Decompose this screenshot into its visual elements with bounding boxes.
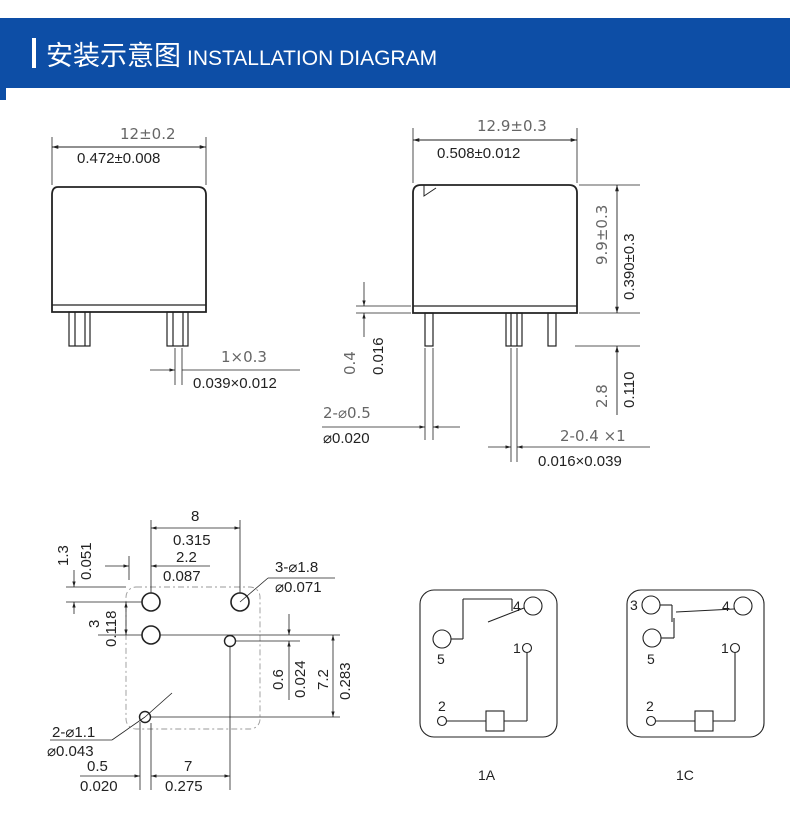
schematic-1c [626, 589, 765, 738]
pcb-left-mm: 0.5 [87, 758, 108, 775]
pcb-pitch-in: 0.275 [165, 778, 203, 795]
pcb-hole-big-3 [141, 625, 161, 645]
pcb-offset-in: 0.087 [163, 568, 201, 585]
schematic-1c-pin4-label: 4 [722, 598, 730, 614]
front-width-in: 0.472±0.008 [77, 150, 160, 167]
pcb-gap-in: 0.024 [292, 660, 309, 698]
pcb-top-in: 0.051 [78, 542, 95, 580]
schematic-1a-pin5 [432, 629, 452, 649]
front-pin-mm: 1×0.3 [221, 348, 267, 366]
side-height-in: 0.390±0.3 [621, 233, 638, 300]
schematic-1a-pin1 [521, 642, 533, 654]
pcb-gap-mm: 0.6 [270, 669, 287, 690]
schematic-1c-pin3-label: 3 [630, 597, 638, 613]
pcb-span-mm: 8 [191, 508, 199, 525]
schematic-1a [419, 589, 558, 738]
schematic-1c-coil [694, 710, 714, 732]
pcb-hole-big-1 [141, 592, 161, 612]
pcb-pitch-mm: 7 [184, 758, 192, 775]
side-relay-body [412, 184, 578, 314]
pcb-outline [125, 586, 261, 730]
schematic-1c-pin3 [641, 595, 661, 615]
schematic-1c-pin1 [729, 642, 741, 654]
side-pin-round [424, 312, 434, 347]
header-title-en: INSTALLATION DIAGRAM [187, 47, 438, 70]
front-pin-left [68, 311, 91, 347]
front-relay-body [51, 186, 207, 313]
pcb-height-in: 0.283 [337, 662, 354, 700]
schematic-1c-outline [626, 589, 765, 738]
side-flat-pin-in: 0.016×0.039 [538, 453, 622, 470]
side-round-pin-mm: 2-⌀0.5 [323, 404, 371, 422]
front-width-mm: 12±0.2 [120, 125, 176, 143]
front-pin-in: 0.039×0.012 [193, 375, 277, 392]
schematic-1c-pin5-label: 5 [647, 651, 655, 667]
side-flat-pin-mm: 2-0.4 ×1 [560, 427, 626, 445]
header-title: 安装示意图 INSTALLATION DIAGRAM [46, 34, 437, 73]
schematic-1a-pin4-label: 4 [513, 598, 521, 614]
schematic-1c-pin1-label: 1 [721, 640, 729, 656]
side-width-in: 0.508±0.012 [437, 145, 520, 162]
section-header: 安装示意图 INSTALLATION DIAGRAM [0, 18, 790, 88]
schematic-1a-outline [419, 589, 558, 738]
side-pinlen-mm: 2.8 [593, 384, 611, 408]
header-edge [0, 88, 6, 100]
side-height-mm: 9.9±0.3 [593, 205, 611, 265]
schematic-1a-pin5-label: 5 [437, 651, 445, 667]
side-view [322, 128, 650, 462]
pcb-top-mm: 1.3 [55, 545, 72, 566]
pcb-small-hole-in: ⌀0.043 [47, 743, 94, 760]
pcb-row-in: 0.118 [103, 611, 120, 647]
pcb-layout [50, 520, 340, 790]
pcb-big-hole-in: ⌀0.071 [275, 579, 322, 596]
side-pin-flat-1 [505, 312, 523, 347]
schematic-1c-pin5 [642, 628, 662, 648]
schematic-1a-coil [485, 710, 505, 732]
side-width-mm: 12.9±0.3 [477, 117, 547, 135]
schematic-1a-pin4 [523, 596, 543, 616]
pcb-row-mm: 3 [86, 620, 103, 628]
schematic-1c-label: 1C [676, 767, 694, 783]
pcb-small-hole-mm: 2-⌀1.1 [52, 724, 95, 741]
schematic-1c-pin2 [645, 715, 657, 727]
side-round-pin-in: ⌀0.020 [323, 430, 370, 447]
pcb-offset-mm: 2.2 [176, 549, 197, 566]
schematic-1a-pin2-label: 2 [438, 698, 446, 714]
pcb-span-in: 0.315 [173, 532, 211, 549]
schematic-1c-pin4 [733, 596, 753, 616]
pcb-hole-small-1 [223, 634, 237, 648]
schematic-1a-pin2 [436, 715, 448, 727]
side-pinlen-in: 0.110 [621, 372, 638, 408]
schematic-1a-pin1-label: 1 [513, 640, 521, 656]
schematic-1a-label: 1A [478, 767, 496, 783]
side-standoff-mm: 0.4 [341, 351, 359, 375]
side-standoff-in: 0.016 [370, 337, 387, 375]
header-accent-bar [32, 38, 36, 68]
front-pin-right [166, 311, 189, 347]
pcb-height-mm: 7.2 [315, 669, 332, 690]
schematic-1c-pin2-label: 2 [646, 698, 654, 714]
pcb-big-hole-mm: 3-⌀1.8 [275, 559, 318, 576]
side-pin-flat-2 [547, 312, 557, 347]
pcb-left-in: 0.020 [80, 778, 118, 795]
front-view [51, 137, 300, 385]
header-title-zh: 安装示意图 [46, 41, 181, 72]
